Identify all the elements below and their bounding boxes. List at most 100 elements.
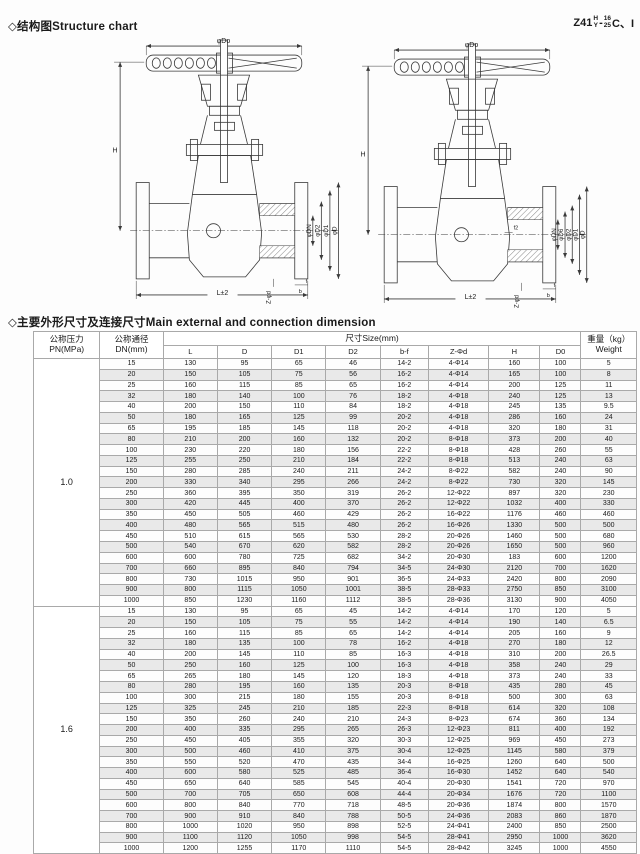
dimension-cell: 295 bbox=[271, 724, 327, 736]
dimension-cell: 800 bbox=[162, 799, 218, 812]
dimension-cell: 150 bbox=[216, 401, 273, 413]
dimension-cell: 340 bbox=[216, 476, 273, 489]
dimension-cell: 300 bbox=[99, 497, 164, 510]
dimension-cell: 505 bbox=[216, 508, 273, 521]
dimension-cell: 45 bbox=[580, 680, 637, 693]
dimension-cell: 266 bbox=[325, 476, 381, 489]
dimension-cell: 245 bbox=[216, 702, 273, 715]
dimension-cell: 200 bbox=[539, 648, 582, 661]
dimension-cell: 180 bbox=[539, 637, 582, 650]
dimension-cell: 3130 bbox=[488, 594, 541, 607]
dimension-cell: 650 bbox=[162, 777, 218, 790]
dimension-cell: 8-Φ18 bbox=[427, 444, 490, 456]
dimension-cell: 195 bbox=[162, 422, 218, 435]
do-dimension-label: φDo bbox=[465, 42, 479, 49]
dimension-cell: 319 bbox=[325, 487, 381, 499]
dimension-cell: 485 bbox=[325, 767, 381, 779]
dimension-cell: 500 bbox=[539, 519, 582, 532]
dimension-cell: 379 bbox=[580, 745, 637, 758]
dimension-cell: 118 bbox=[325, 422, 381, 435]
dimension-cell: 210 bbox=[162, 433, 218, 446]
dimension-cell: 44-4 bbox=[379, 788, 429, 801]
dimension-cell: 65 bbox=[99, 422, 164, 435]
dimension-cell: 100 bbox=[99, 691, 164, 704]
dimension-cell: 395 bbox=[216, 487, 273, 499]
dimension-cell: 8 bbox=[580, 368, 637, 381]
dimension-cell: 4-Φ14 bbox=[427, 379, 490, 392]
dimension-cell: 373 bbox=[488, 670, 541, 682]
dimension-table: 公称压力 PN(MPa) 公称通径 DN(mm) 尺寸Size(mm) 重量（k… bbox=[32, 331, 637, 854]
dimension-cell: 300 bbox=[162, 691, 218, 704]
dimension-cell: 350 bbox=[162, 713, 218, 726]
dimension-cell: 26-2 bbox=[379, 487, 429, 499]
dimension-cell: 718 bbox=[325, 799, 381, 812]
dimension-cell: 270 bbox=[488, 637, 541, 650]
dimension-cell: 14-2 bbox=[379, 627, 429, 639]
dimension-cell: 25 bbox=[99, 627, 164, 639]
dimension-cell: 80 bbox=[99, 433, 164, 446]
dimension-cell: 85 bbox=[271, 627, 327, 639]
dimension-cell: 2120 bbox=[488, 562, 541, 575]
header-size: 尺寸Size(mm) bbox=[162, 331, 582, 346]
dimension-cell: 85 bbox=[271, 379, 327, 392]
dimension-cell: 120 bbox=[539, 605, 582, 618]
dimension-cell: 600 bbox=[99, 551, 164, 564]
dimension-cell: 608 bbox=[325, 788, 381, 801]
dimension-cell: 525 bbox=[271, 767, 327, 779]
dimension-cell: 3620 bbox=[580, 831, 637, 844]
dimension-cell: 132 bbox=[325, 433, 381, 446]
dimension-cell: 65 bbox=[271, 605, 327, 618]
dimension-cell: 1200 bbox=[580, 551, 637, 564]
dimension-cell: 50 bbox=[99, 659, 164, 672]
dimension-cell: 1170 bbox=[271, 842, 327, 854]
model-sub-2: 25 bbox=[603, 22, 611, 29]
dimension-cell: 16-Φ22 bbox=[427, 508, 490, 521]
dimension-cell: 185 bbox=[216, 422, 273, 435]
dimension-cell: 650 bbox=[271, 788, 327, 801]
dimension-cell: 160 bbox=[216, 659, 273, 672]
dimension-cell: 20-3 bbox=[379, 691, 429, 704]
dimension-cell: 150 bbox=[99, 465, 164, 478]
dimension-cell: 1100 bbox=[580, 788, 637, 801]
dimension-cell: 18-2 bbox=[379, 401, 429, 413]
dimension-cell: 4-Φ18 bbox=[427, 411, 490, 424]
dimension-cell: 195 bbox=[216, 680, 273, 693]
f-label: f bbox=[554, 283, 556, 289]
dimension-cell: 1000 bbox=[539, 842, 582, 854]
dimension-cell: 429 bbox=[325, 508, 381, 521]
dimension-cell: 800 bbox=[162, 584, 218, 596]
header-col-H: H bbox=[488, 345, 541, 359]
dimension-cell: 811 bbox=[488, 724, 541, 736]
dimension-cell: 180 bbox=[271, 691, 327, 704]
dimension-cell: 30-4 bbox=[379, 745, 429, 758]
dimension-cell: 180 bbox=[162, 390, 218, 403]
dimension-cell: 24-Φ41 bbox=[427, 820, 490, 833]
dimension-cell: 1452 bbox=[488, 767, 541, 779]
header-col-L: L bbox=[162, 345, 218, 359]
dimension-cell: 480 bbox=[325, 519, 381, 532]
dimension-cell: 160 bbox=[271, 433, 327, 446]
dimension-cell: 615 bbox=[216, 530, 273, 543]
dimension-cell: 960 bbox=[580, 541, 637, 553]
dimension-cell: 320 bbox=[325, 734, 381, 747]
dimension-cell: 970 bbox=[580, 777, 637, 790]
dimension-cell: 325 bbox=[162, 702, 218, 715]
model-sup-2: 16 bbox=[603, 15, 611, 23]
diameter-label: φD2 bbox=[565, 228, 572, 241]
dimension-cell: 24-2 bbox=[379, 476, 429, 489]
dimension-cell: 12-Φ22 bbox=[427, 497, 490, 510]
dimension-cell: 335 bbox=[216, 724, 273, 736]
dimension-cell: 280 bbox=[162, 465, 218, 478]
